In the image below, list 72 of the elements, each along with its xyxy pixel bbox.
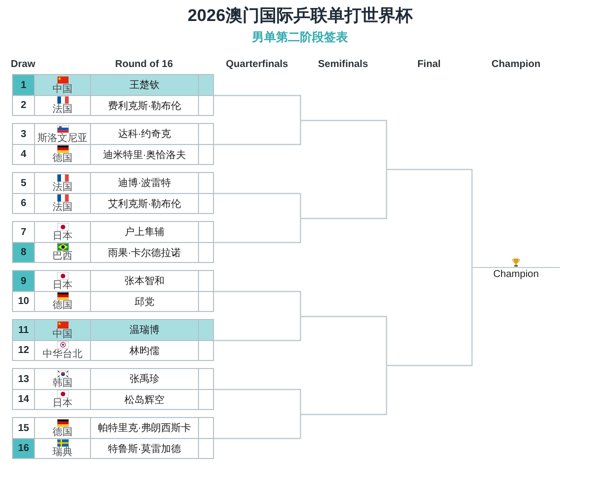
player-name: 林昀儒: [91, 341, 199, 360]
match-box: [12, 74, 214, 116]
country-name: 瑞典: [52, 448, 72, 458]
player-name: 松岛辉空: [91, 390, 199, 409]
draw-number: 1: [13, 75, 35, 95]
country-name: 韩国: [52, 378, 72, 388]
country-name: 德国: [52, 154, 72, 164]
country-name: 日本: [52, 399, 72, 409]
draw-number: 16: [13, 439, 35, 458]
match-box: [12, 417, 214, 459]
country-name: 巴西: [52, 252, 72, 262]
country-name: 斯洛文尼亚: [38, 134, 88, 144]
country-name: 德国: [52, 301, 72, 311]
match-box: [12, 123, 214, 165]
match-box: [12, 221, 214, 263]
column-header: Final: [417, 58, 441, 71]
bracket-line: [300, 170, 388, 220]
country-name: 法国: [52, 203, 72, 213]
country-name: 中华台北: [42, 350, 82, 360]
bracket-line: [214, 316, 302, 342]
slot-label: Champion: [493, 269, 539, 280]
draw-number: 6: [13, 194, 35, 213]
country-name: 德国: [52, 428, 72, 438]
player-name: 雨果·卡尔德拉诺: [91, 243, 199, 262]
draw-number: 10: [13, 292, 35, 311]
bracket-line: [214, 290, 302, 316]
bracket-line: [214, 414, 302, 440]
player-row: [13, 340, 213, 360]
draw-number: 12: [13, 341, 35, 360]
match-box: [12, 172, 214, 214]
subtitle: 男单第二阶段签表: [252, 31, 348, 44]
player-name: 邱党: [91, 292, 199, 311]
bracket-line: [214, 94, 302, 120]
player-row: [13, 438, 213, 458]
player-row: [13, 95, 213, 115]
draw-number: 4: [13, 145, 35, 164]
bracket-line: [300, 366, 388, 416]
country-name: 日本: [52, 232, 72, 242]
player-name: 艾利克斯·勒布伦: [91, 194, 199, 213]
match-box: [12, 319, 214, 361]
bracket-line: [386, 268, 473, 366]
column-header: Champion: [492, 58, 540, 71]
draw-number: 8: [13, 243, 35, 262]
draw-number: 9: [13, 271, 35, 291]
match-box: [12, 270, 214, 312]
player-row: [13, 320, 213, 340]
player-row: [13, 389, 213, 409]
country-name: 法国: [52, 182, 72, 192]
player-row: [13, 242, 213, 262]
country-name: 中国: [52, 84, 72, 94]
country-name: 中国: [52, 330, 72, 340]
draw-number: 2: [13, 96, 35, 115]
column-header: Quarterfinals: [226, 58, 288, 71]
player-row: [13, 193, 213, 213]
bracket-line: [214, 192, 302, 218]
column-header: Semifinals: [318, 58, 368, 71]
bracket-line: [300, 316, 388, 366]
player-row: [13, 144, 213, 164]
country-name: 法国: [52, 105, 72, 115]
player-name: 特鲁斯·莫雷加德: [91, 439, 199, 458]
player-row: [13, 291, 213, 311]
country-name: 日本: [52, 280, 72, 290]
player-name: 迪米特里·奥恰洛夫: [91, 145, 199, 164]
bracket-line: [214, 218, 302, 244]
bracket-line: [214, 388, 302, 414]
draw-number: 14: [13, 390, 35, 409]
column-header: Round of 16: [115, 58, 173, 71]
diagram-title: 2026澳门国际乒联单打世界杯: [188, 6, 412, 25]
player-row: [13, 75, 213, 95]
column-header: Draw: [10, 58, 36, 71]
match-box: [12, 368, 214, 410]
player-name: 费利克斯·勒布伦: [91, 96, 199, 115]
